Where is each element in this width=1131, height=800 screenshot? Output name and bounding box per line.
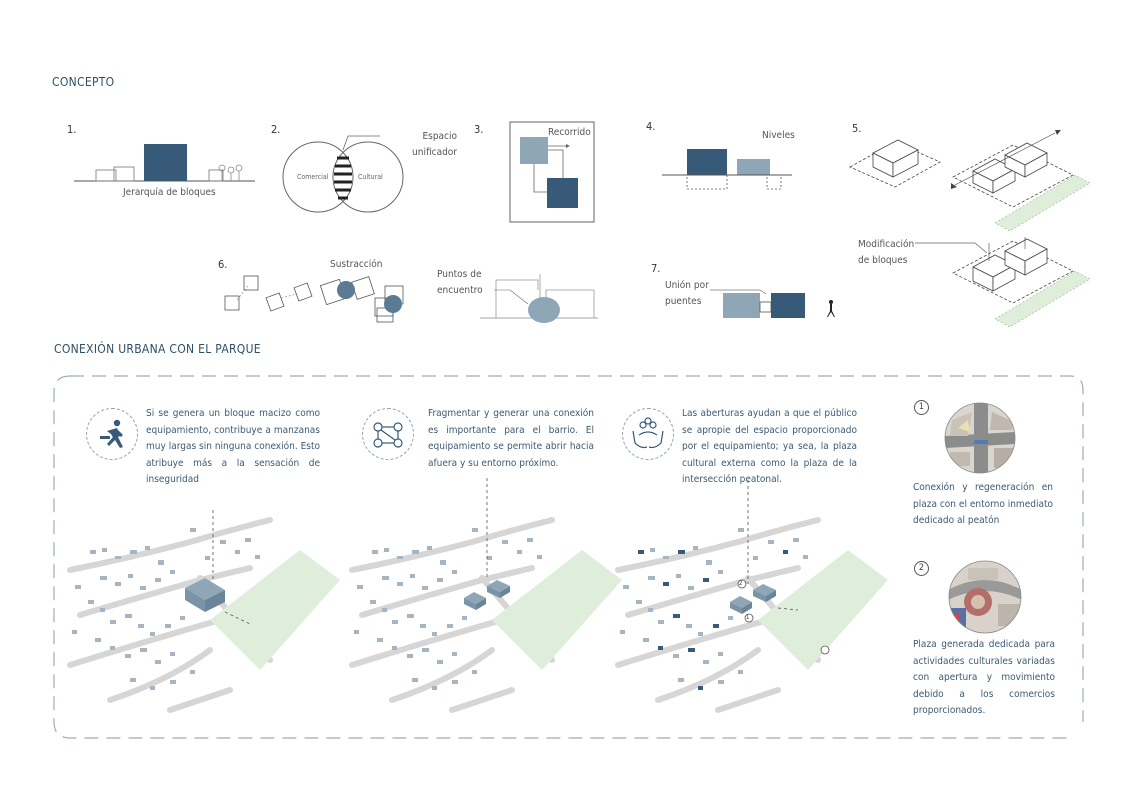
side-text-1: Conexión y regeneración en plaza con el …: [913, 482, 1053, 526]
concept-2-number: 2.: [271, 123, 281, 136]
section-title-conexion: CONEXIÓN URBANA CON EL PARQUE: [54, 342, 261, 356]
concept-2-left-label: Comercial: [297, 173, 329, 181]
concept-6-label: Sustracción: [330, 259, 383, 270]
paragraph-3: Las aberturas ayudan a que el público se…: [682, 408, 857, 485]
map-marker-1: 1: [746, 614, 750, 621]
side-text-2: Plaza generada dedicada para actividades…: [913, 639, 1055, 716]
concept-7-label: Unión por puentes: [665, 280, 709, 307]
concept-4-diagram: [662, 149, 792, 190]
concept-2-diagram: [282, 135, 404, 213]
concept-7-diagram: [710, 289, 835, 318]
concept-1-label: Jerarquía de bloques: [123, 187, 216, 198]
concept-4-number: 4.: [646, 120, 656, 133]
concept-3-number: 3.: [474, 123, 484, 136]
concept-1-diagram: [74, 144, 255, 182]
community-hands-icon: [622, 408, 674, 460]
concept-7-number: 7.: [651, 262, 661, 275]
concept-6-number: 6.: [218, 258, 228, 271]
concept-2-right-label: Cultural: [358, 173, 383, 181]
paragraph-2: Fragmentar y generar una conexión es imp…: [428, 408, 594, 469]
concept-2-label: Espacio unificador: [412, 131, 457, 158]
concept-5-diagram: [849, 130, 1091, 328]
running-person-icon: [86, 408, 138, 460]
plaza-2-photo: [948, 560, 1022, 634]
plaza-1-photo: [944, 402, 1016, 474]
concept-5-label: Modificación de bloques: [858, 239, 915, 266]
side-number-2: 2: [914, 561, 929, 576]
concept-6-diagram: [224, 275, 404, 323]
concept-6b-diagram: [480, 274, 598, 323]
concept-1-number: 1.: [67, 123, 77, 136]
concept-3-label: Recorrido: [548, 127, 591, 138]
section-title-concepto: CONCEPTO: [52, 75, 115, 89]
map-marker-2: 2: [739, 580, 743, 587]
concept-5-number: 5.: [852, 122, 862, 135]
side-number-1: 1: [914, 400, 929, 415]
concept-6b-label: Puntos de encuentro: [437, 269, 483, 296]
network-people-icon: [362, 408, 414, 460]
paragraph-1: Si se genera un bloque macizo como equip…: [146, 408, 320, 485]
concept-4-label: Niveles: [762, 130, 795, 141]
concept-3-diagram: [509, 121, 595, 223]
